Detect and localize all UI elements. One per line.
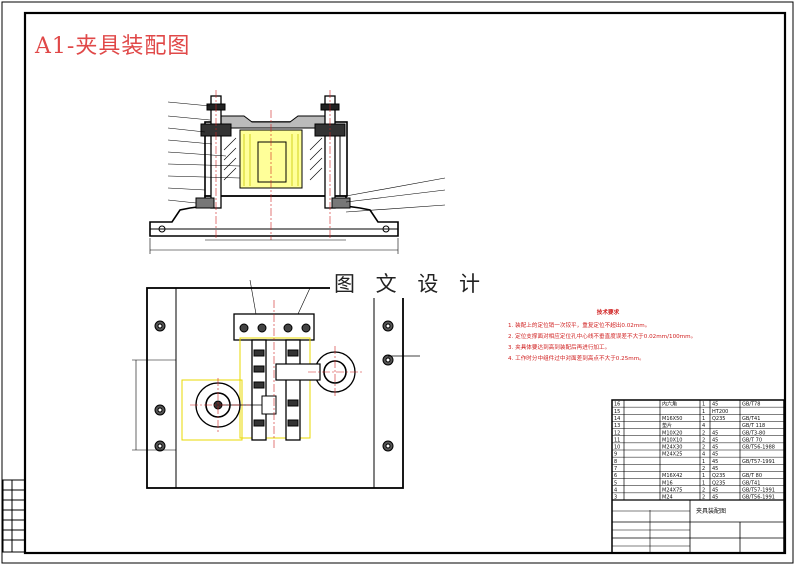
parts-cell: 2 [702, 466, 705, 472]
parts-cell: GB/T41 [742, 416, 760, 422]
parts-cell: 8 [614, 459, 617, 465]
parts-cell: 1 [702, 459, 705, 465]
technical-requirements: 技术要求 1. 装配上的定位销一次铰平，重复定位不超出0.02mm。 2. 定位… [508, 308, 708, 365]
tech-notes-heading: 技术要求 [596, 310, 620, 316]
parts-cell: 4 [614, 487, 617, 493]
parts-cell: M24X75 [662, 487, 682, 493]
parts-cell: 45 [712, 437, 718, 443]
parts-cell: M24X25 [662, 452, 682, 458]
drawing-title: A1-夹具装配图 [35, 34, 191, 59]
parts-cell: Q235 [712, 480, 725, 486]
parts-cell: GB/T57-1991 [742, 487, 775, 493]
parts-cell: 7 [614, 466, 617, 472]
parts-cell: 16 [614, 402, 620, 408]
parts-cell: GB/T56-1988 [742, 445, 775, 451]
tech-note-item: 2. 定位支撑面对相应定位孔中心线不垂直度误差不大于0.02mm/100mm。 [508, 334, 697, 340]
inner-border [23, 11, 787, 555]
parts-cell: 1 [702, 409, 705, 415]
parts-cell: GB/T56-1991 [742, 495, 775, 501]
parts-cell: HT200 [712, 409, 728, 415]
parts-cell: 2 [702, 487, 705, 493]
parts-cell: 12 [614, 430, 620, 436]
front-view [149, 90, 446, 254]
parts-cell: M10X20 [662, 430, 682, 436]
parts-cell: 5 [614, 480, 617, 486]
parts-cell: GB/T57-1991 [742, 459, 775, 465]
parts-cell: GB/T41 [742, 480, 760, 486]
parts-cell: 2 [702, 430, 705, 436]
parts-cell: M10X10 [662, 437, 682, 443]
watermark-text: 图 文 设 计 [330, 268, 492, 298]
parts-cell: M16X42 [662, 473, 682, 479]
parts-cell: 2 [702, 495, 705, 501]
top-view [132, 279, 420, 489]
parts-cell: M24 [662, 495, 673, 501]
parts-cell: GB/T 80 [742, 473, 762, 479]
parts-cell: 14 [614, 416, 620, 422]
parts-cell: 1 [702, 480, 705, 486]
tech-note-item: 4. 工作时分中组件过中对面差到高点不大于0.25mm。 [508, 356, 645, 362]
parts-cell: GB/T 118 [742, 423, 765, 429]
parts-cell: M16 [662, 480, 673, 486]
parts-cell: 11 [614, 437, 620, 443]
parts-cell: GB/T 70 [742, 437, 762, 443]
parts-cell: 45 [712, 452, 718, 458]
parts-cell: 1 [702, 402, 705, 408]
parts-cell: 45 [712, 430, 718, 436]
parts-cell: 15 [614, 409, 620, 415]
parts-cell: Q235 [712, 473, 725, 479]
parts-cell: 垫片 [662, 422, 672, 429]
parts-cell: 45 [712, 459, 718, 465]
parts-cell: M16X50 [662, 416, 682, 422]
parts-cell: GB/T3-80 [742, 430, 765, 436]
parts-cell: 45 [712, 495, 718, 501]
parts-cell: M24X30 [662, 445, 682, 451]
parts-cell: 9 [614, 452, 617, 458]
parts-cell: 4 [702, 452, 705, 458]
parts-cell: 4 [702, 423, 705, 429]
parts-cell: 1 [702, 473, 705, 479]
parts-cell: 45 [712, 445, 718, 451]
assembly-name: 夹具装配图 [696, 508, 727, 515]
parts-cell: 45 [712, 487, 718, 493]
tech-note-item: 3. 夹具体要达到高到装配后再进行加工。 [508, 345, 611, 351]
parts-cell: 2 [702, 437, 705, 443]
parts-cell: 45 [712, 466, 718, 472]
parts-cell: Q235 [712, 416, 725, 422]
parts-cell: GB/T78 [742, 402, 760, 408]
parts-cell: 2 [702, 445, 705, 451]
parts-cell: 45 [712, 402, 718, 408]
parts-cell: 13 [614, 423, 620, 429]
parts-cell: 内六角 [662, 401, 677, 408]
parts-cell: 10 [614, 445, 620, 451]
tech-note-item: 1. 装配上的定位销一次铰平，重复定位不超出0.02mm。 [508, 323, 651, 329]
parts-cell: 6 [614, 473, 617, 479]
parts-cell: 3 [614, 495, 617, 501]
binding-strip [2, 479, 26, 553]
parts-cell: 1 [702, 416, 705, 422]
